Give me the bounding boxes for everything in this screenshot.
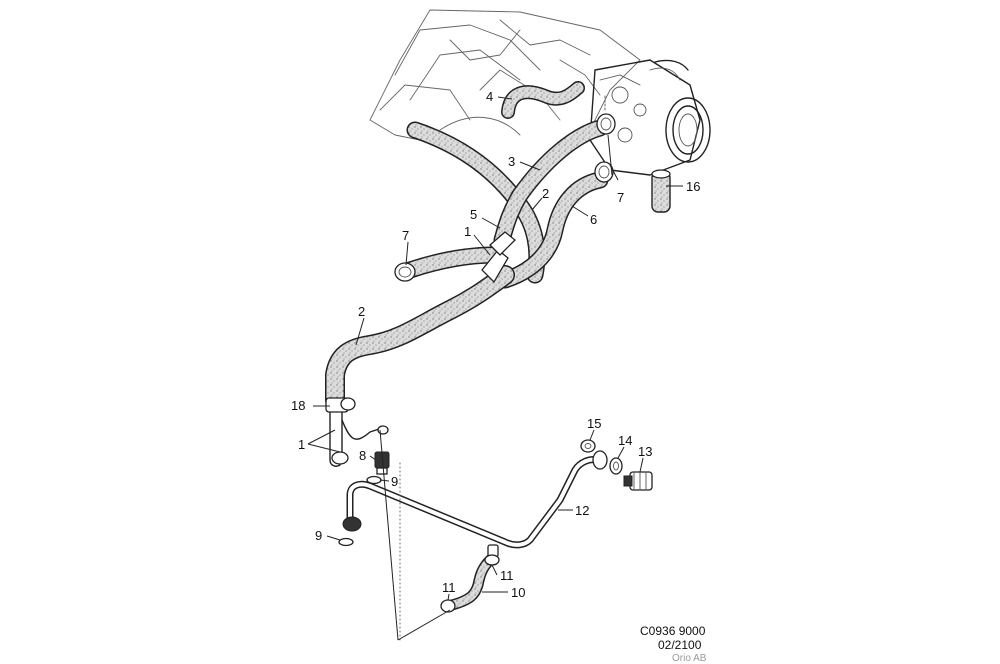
- callout-6: 6: [590, 212, 597, 227]
- callout-15: 15: [587, 416, 601, 431]
- hose-16: [651, 169, 671, 213]
- leader-lines: [307, 96, 683, 601]
- washer-15: [580, 439, 596, 453]
- callout-11-left: 11: [442, 580, 456, 595]
- clamp-11-upper: [484, 554, 500, 566]
- callout-13: 13: [638, 444, 652, 459]
- callout-10: 10: [511, 585, 525, 600]
- callout-4: 4: [486, 89, 493, 104]
- washer-14: [609, 457, 623, 475]
- callout-labels: 4 3 2 5 1 6 7 7 16 2 18 1 8 9 9 12 13 14…: [291, 89, 700, 600]
- clamp-7-right-lower: [594, 161, 614, 183]
- y-connector-1: [481, 231, 516, 284]
- callout-8: 8: [359, 448, 366, 463]
- hose-10: [446, 544, 499, 611]
- copyright-notice: Orio AB: [672, 653, 707, 664]
- callout-7-left: 7: [402, 228, 409, 243]
- lower-pipe-assembly: [325, 397, 389, 467]
- callout-9-upper: 9: [391, 474, 398, 489]
- callout-9-lower: 9: [315, 528, 322, 543]
- clamp-7-right-upper: [596, 113, 616, 135]
- callout-14: 14: [618, 433, 632, 448]
- callout-18: 18: [291, 398, 305, 413]
- callout-3: 3: [508, 154, 515, 169]
- throttle-body: [589, 59, 711, 176]
- callout-11-right: 11: [500, 568, 514, 583]
- clamp-11-lower: [440, 599, 456, 613]
- callout-2-upper: 2: [542, 186, 549, 201]
- callout-7-right: 7: [617, 190, 624, 205]
- callout-1-upper: 1: [464, 224, 471, 239]
- drawing-code: C0936 9000: [640, 624, 706, 638]
- callout-1-lower: 1: [298, 437, 305, 452]
- callout-2-lower: 2: [358, 304, 365, 319]
- washer-9-lower: [338, 537, 354, 547]
- guide-lines: [379, 94, 606, 641]
- drawing-date: 02/2100: [658, 638, 702, 652]
- callout-12: 12: [575, 503, 589, 518]
- pipe-12: [342, 450, 608, 549]
- engine-block-outline: [369, 9, 641, 141]
- banjo-bolt-13: [623, 471, 653, 491]
- callout-16: 16: [686, 179, 700, 194]
- callout-5: 5: [470, 207, 477, 222]
- clamp-7-left: [394, 262, 416, 282]
